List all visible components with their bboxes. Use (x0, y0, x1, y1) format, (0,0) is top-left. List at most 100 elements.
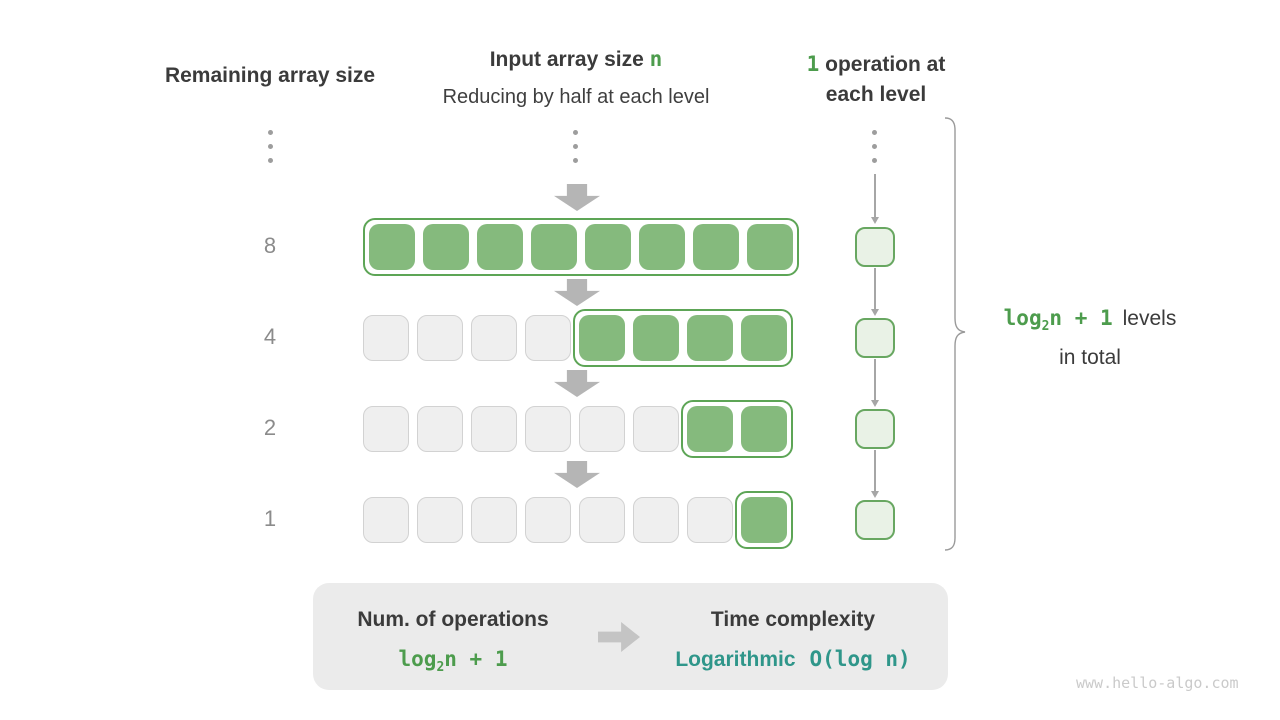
dot-icon (872, 144, 877, 149)
ellipsis-left-icon (268, 130, 273, 163)
formula-rest: n + 1 (444, 647, 508, 671)
var-n: n (649, 47, 663, 71)
operations-summary-formula: log2n + 1 (333, 646, 573, 681)
operations-summary: Num. of operations log2n + 1 (333, 607, 573, 681)
levels-annotation: log2n + 1 levels in total (975, 303, 1205, 373)
formula-rest: n + 1 (1049, 306, 1113, 330)
array-cell-empty (525, 406, 571, 452)
array-cell-empty (363, 406, 409, 452)
operations-header-line1-text: operation at (819, 53, 946, 76)
array-row (363, 309, 793, 367)
array-cell-active (369, 224, 415, 270)
array-cell-active (633, 315, 679, 361)
array-cell-empty (417, 497, 463, 543)
array-cell-empty (471, 315, 517, 361)
array-cell-empty (363, 315, 409, 361)
input-size-title-text: Input array size (489, 48, 650, 71)
summary-box: Num. of operations log2n + 1 Time comple… (313, 583, 948, 690)
array-cell-empty (579, 406, 625, 452)
watermark: www.hello-algo.com (1076, 674, 1239, 692)
operations-header-line1: 1 operation at (766, 49, 986, 80)
array-row (363, 400, 793, 458)
array-cell-active (693, 224, 739, 270)
dot-icon (573, 130, 578, 135)
right-arrow-icon (598, 622, 640, 652)
remaining-size-value: 1 (263, 506, 277, 531)
formula-log: log (1003, 306, 1042, 330)
array-cell-empty (633, 497, 679, 543)
connector-line (874, 268, 876, 309)
input-size-header: Input array size n Reducing by half at e… (396, 46, 756, 110)
operation-square (855, 227, 895, 267)
formula-sub: 2 (1041, 319, 1050, 335)
remaining-size-value: 8 (263, 233, 277, 258)
active-subarray (735, 491, 793, 549)
connector-line (874, 450, 876, 491)
arrowhead-icon (871, 400, 879, 407)
array-cell-active (687, 315, 733, 361)
down-arrow-icon (554, 461, 600, 488)
dot-icon (573, 158, 578, 163)
dot-icon (872, 130, 877, 135)
input-size-title: Input array size n (396, 46, 756, 73)
formula-log: log (398, 647, 437, 671)
operation-square (855, 318, 895, 358)
array-cell-active (423, 224, 469, 270)
levels-word: levels (1122, 307, 1177, 330)
active-subarray (573, 309, 793, 367)
down-arrow-icon (554, 370, 600, 397)
levels-annotation-line1: log2n + 1 levels (975, 303, 1205, 342)
ellipsis-center-icon (573, 130, 578, 163)
array-cell-active (741, 315, 787, 361)
array-cell-empty (579, 497, 625, 543)
remaining-size-header: Remaining array size (164, 64, 376, 87)
levels-formula: log2n + 1 (1003, 306, 1113, 334)
active-subarray (363, 218, 799, 276)
dot-icon (872, 158, 877, 163)
array-cell-empty (687, 497, 733, 543)
array-cell-empty (633, 406, 679, 452)
array-cell-empty (525, 497, 571, 543)
array-row (363, 491, 793, 549)
complexity-summary-value: Logarithmic O(log n) (658, 646, 928, 673)
complexity-notation: O(log n) (809, 647, 911, 671)
dot-icon (268, 130, 273, 135)
array-cell-active (741, 406, 787, 452)
array-cell-active (477, 224, 523, 270)
dot-icon (268, 144, 273, 149)
input-size-subtitle: Reducing by half at each level (442, 86, 710, 108)
brace-icon (944, 117, 966, 551)
operations-header-line2: each level (825, 83, 927, 106)
connector-line (874, 359, 876, 400)
arrowhead-icon (871, 217, 879, 224)
operations-summary-title: Num. of operations (357, 608, 549, 631)
operations-header: 1 operation at each level (766, 49, 986, 110)
complexity-summary: Time complexity Logarithmic O(log n) (658, 607, 928, 673)
complexity-summary-title: Time complexity (710, 608, 876, 631)
down-arrow-icon (554, 279, 600, 306)
arrowhead-icon (871, 309, 879, 316)
operations-count: 1 (806, 52, 820, 76)
array-cell-active (531, 224, 577, 270)
array-cell-active (579, 315, 625, 361)
remaining-size-value: 4 (263, 324, 277, 349)
array-cell-empty (471, 406, 517, 452)
arrowhead-icon (871, 491, 879, 498)
active-subarray (681, 400, 793, 458)
dot-icon (573, 144, 578, 149)
array-cell-active (747, 224, 793, 270)
array-cell-active (585, 224, 631, 270)
ellipsis-right-icon (872, 130, 877, 163)
levels-annotation-line2: in total (1059, 346, 1121, 370)
down-arrow-icon (554, 184, 600, 211)
array-cell-active (741, 497, 787, 543)
array-cell-active (687, 406, 733, 452)
operation-square (855, 409, 895, 449)
array-cell-active (639, 224, 685, 270)
operation-square (855, 500, 895, 540)
array-cell-empty (471, 497, 517, 543)
array-cell-empty (363, 497, 409, 543)
array-cell-empty (525, 315, 571, 361)
complexity-name: Logarithmic (675, 648, 796, 671)
